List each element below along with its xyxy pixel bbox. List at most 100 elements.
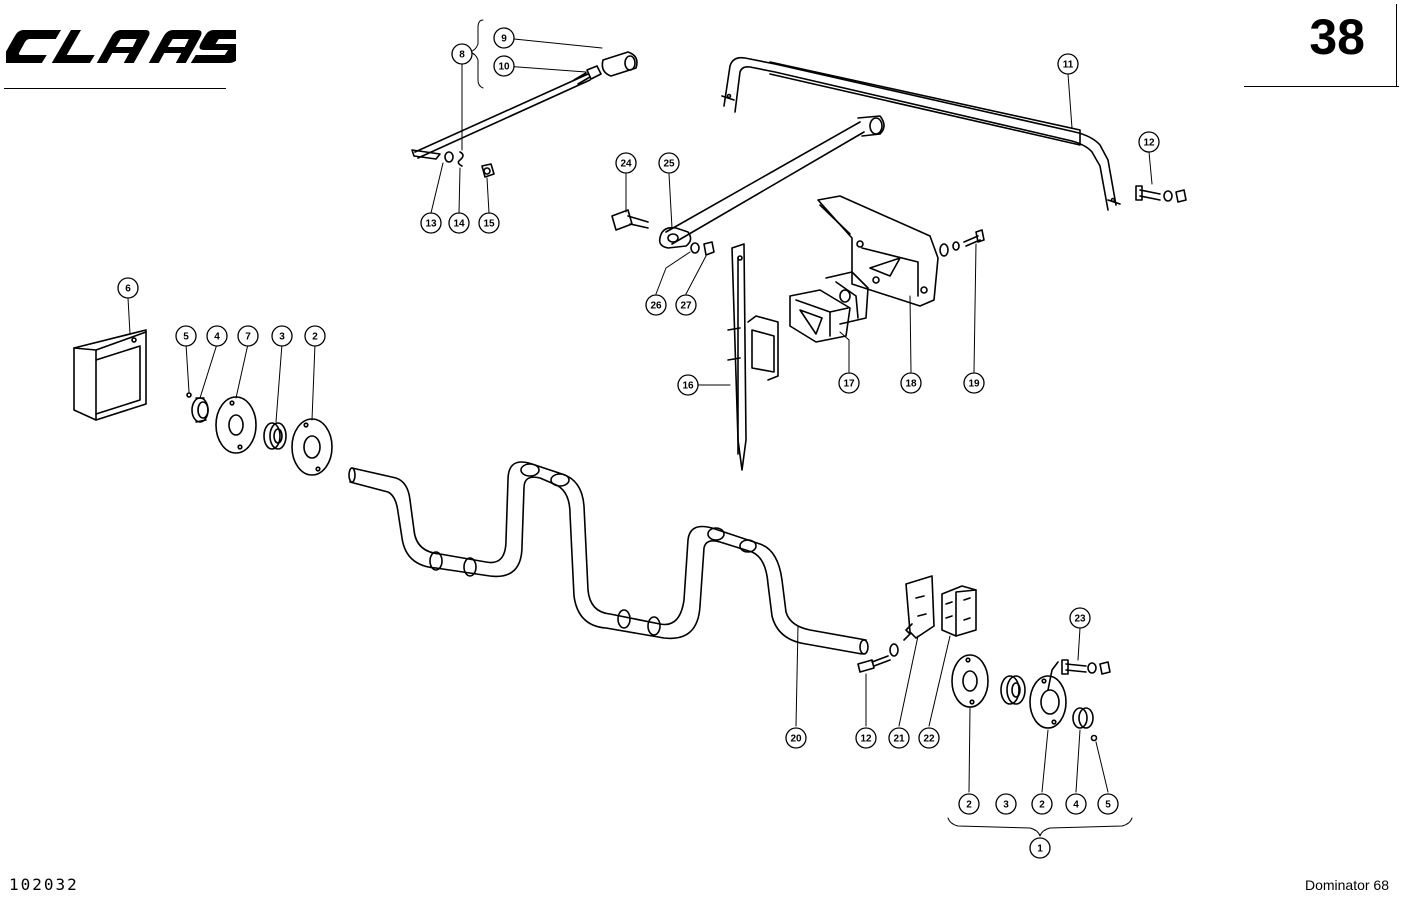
page-number: 38	[1309, 9, 1365, 65]
part-18-bracket	[817, 195, 939, 307]
part-4-collar-right	[1072, 707, 1094, 729]
callout-number: 18	[905, 379, 917, 390]
part-16-strip	[727, 243, 779, 471]
callout-circle	[855, 727, 877, 749]
callout-number: 16	[682, 381, 694, 392]
part-11-u-bar	[721, 56, 1121, 211]
callout-number: 11	[1063, 60, 1074, 71]
callout-circle	[615, 152, 637, 174]
part-17-clamp-block	[789, 271, 869, 343]
part-12-bolt-right-lower	[857, 623, 913, 673]
callout-number: 22	[923, 734, 935, 745]
header-rule-left	[4, 88, 226, 89]
callout-number: 25	[663, 159, 675, 170]
callout-circle	[963, 372, 985, 394]
callout-13: 13	[420, 212, 442, 234]
callout-number: 8	[459, 50, 465, 61]
header-rule-right	[1244, 86, 1399, 87]
part-3-bearing-left	[263, 422, 287, 450]
callout-number: 24	[620, 159, 632, 170]
callout-10: 10	[493, 55, 515, 77]
callout-1: 1	[1029, 837, 1051, 859]
leader-lines	[127, 19, 1153, 837]
callout-circle	[448, 212, 470, 234]
callout-number: 2	[312, 332, 318, 343]
part-25-link-rod	[658, 115, 885, 249]
callout-circle	[206, 325, 228, 347]
part-22-angle-bracket	[941, 585, 977, 637]
callout-number: 23	[1074, 614, 1086, 625]
callout-24: 24	[615, 152, 637, 174]
callout-number: 17	[843, 379, 855, 390]
callout-circle	[995, 793, 1017, 815]
part-3-bearing-right	[1000, 675, 1026, 705]
callout-number: 13	[425, 219, 437, 230]
callout-27: 27	[675, 294, 697, 316]
part-5-grease-nipple-right	[1090, 734, 1098, 742]
callout-21: 21	[888, 727, 910, 749]
callout-8: 8	[451, 43, 473, 65]
callout-number: 9	[501, 34, 507, 45]
model-name: Dominator 68	[1304, 877, 1389, 893]
callout-number: 6	[125, 284, 131, 295]
callout-circle	[645, 294, 667, 316]
callout-16: 16	[677, 374, 699, 396]
callout-number: 12	[860, 734, 872, 745]
callout-circle	[900, 372, 922, 394]
callout-circle	[493, 55, 515, 77]
callout-circle	[117, 277, 139, 299]
callout-number: 14	[453, 219, 465, 230]
callout-4: 4	[206, 325, 228, 347]
callout-number: 5	[183, 332, 189, 343]
part-23-bolt-set	[1047, 659, 1111, 691]
callout-circle	[304, 325, 326, 347]
claas-logo-mark	[2, 30, 252, 63]
part-8-control-rod	[411, 72, 591, 160]
part-9-sleeve	[601, 51, 638, 77]
part-2-flange-left	[291, 418, 333, 476]
callout-circle	[1069, 607, 1091, 629]
part-24-bolt	[611, 209, 649, 231]
callout-number: 5	[1105, 800, 1111, 811]
callout-circle	[493, 27, 515, 49]
callout-circle	[958, 793, 980, 815]
callout-5: 5	[175, 325, 197, 347]
callout-20: 20	[785, 727, 807, 749]
callout-2: 2	[1031, 793, 1053, 815]
callout-number: 15	[483, 219, 495, 230]
callout-circle	[675, 294, 697, 316]
callout-number: 4	[1073, 800, 1079, 811]
callout-circle	[1065, 793, 1087, 815]
callout-4: 4	[1065, 793, 1087, 815]
callout-circle	[1057, 53, 1079, 75]
callout-23: 23	[1069, 607, 1091, 629]
callout-17: 17	[838, 372, 860, 394]
callout-number: 3	[1003, 800, 1009, 811]
callout-circle	[420, 212, 442, 234]
callout-5: 5	[1097, 793, 1119, 815]
callout-2: 2	[304, 325, 326, 347]
part-2-flange-right-a	[951, 654, 989, 708]
callout-22: 22	[918, 727, 940, 749]
callout-number: 3	[279, 332, 285, 343]
part-10-nut	[586, 65, 602, 80]
callout-circle	[1097, 793, 1119, 815]
part-2-flange-right-b	[1029, 675, 1067, 729]
part-13-washer	[444, 151, 454, 163]
callout-circle	[175, 325, 197, 347]
part-14-split-pin	[457, 151, 464, 167]
part-6-cover	[73, 329, 147, 421]
callout-7: 7	[237, 325, 259, 347]
part-15-nut	[481, 163, 495, 178]
callout-circle	[838, 372, 860, 394]
callout-number: 2	[1039, 800, 1045, 811]
callout-18: 18	[900, 372, 922, 394]
callout-circle	[1029, 837, 1051, 859]
callout-number: 20	[790, 734, 802, 745]
callout-circle	[237, 325, 259, 347]
part-12-bolt-right-upper	[1135, 185, 1187, 203]
callout-number: 7	[245, 332, 251, 343]
callout-number: 4	[214, 332, 220, 343]
